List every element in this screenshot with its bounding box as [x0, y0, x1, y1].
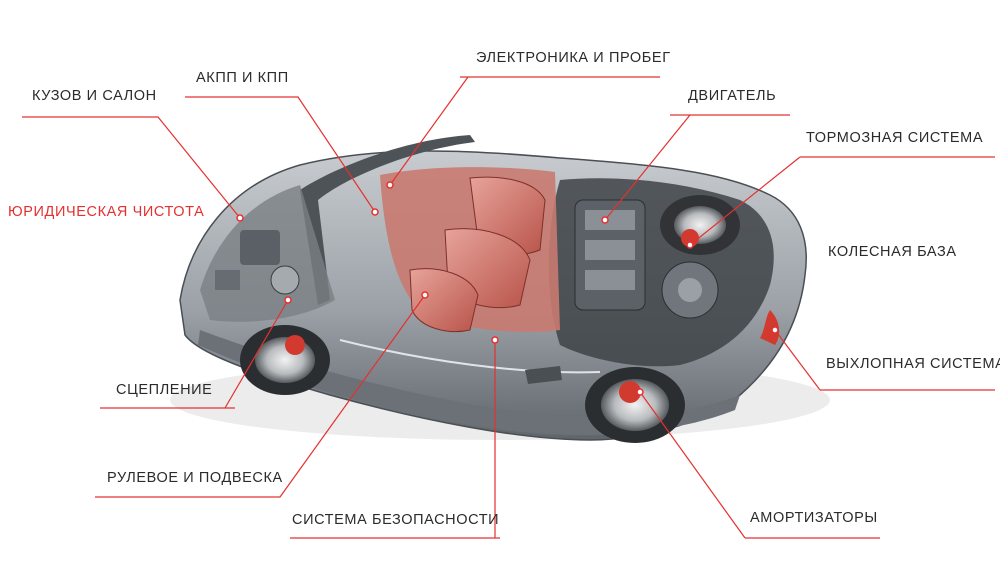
label-exhaust: ВЫХЛОПНАЯ СИСТЕМА — [826, 356, 1000, 372]
label-wheelbase: Колесная база — [828, 244, 957, 260]
label-electronics: ЭЛЕКТРОНИКА И ПРОБЕГ — [476, 50, 671, 66]
side-line — [339, 339, 601, 374]
label-brakes: ТОРМОЗНАЯ СИСТЕМА — [806, 130, 984, 146]
engine-block — [574, 199, 719, 319]
leader-engine — [604, 114, 790, 221]
leader-safety — [290, 340, 500, 539]
leader-brakes — [689, 156, 995, 246]
tail-light — [760, 310, 780, 345]
leader-dots — [236, 181, 779, 396]
car-illustration — [170, 135, 830, 443]
rear-top-wheel — [660, 195, 740, 255]
label-safety: СИСТЕМА БЕЗОПАСНОСТИ — [292, 512, 500, 528]
seats — [409, 176, 546, 333]
leader-body-interior — [22, 116, 241, 219]
rear-wheel — [585, 367, 685, 443]
leader-steering — [95, 294, 426, 498]
leader-clutch — [100, 299, 289, 409]
side-vent — [525, 366, 562, 384]
leader-lines — [22, 76, 995, 539]
label-engine: ДВИГАТЕЛЬ — [688, 88, 777, 104]
front-wheel — [240, 325, 330, 395]
leader-exhaust — [774, 329, 995, 391]
leader-shocks — [639, 391, 880, 539]
label-legal: ЮРИДИЧЕСКАЯ ЧИСТОТА — [8, 204, 205, 220]
label-steering: РУЛЕВОЕ И ПОДВЕСКА — [107, 470, 283, 486]
label-body-interior: КУЗОВ И САЛОН — [32, 88, 157, 104]
front-components — [215, 230, 300, 295]
label-shocks: АМОРТИЗАТОРЫ — [750, 510, 878, 526]
windshield-frame — [300, 135, 475, 305]
label-transmission: АКПП И КПП — [196, 70, 289, 86]
leader-electronics — [389, 76, 660, 186]
leader-transmission — [185, 96, 376, 213]
label-clutch: СЦЕПЛЕНИЕ — [116, 382, 213, 398]
